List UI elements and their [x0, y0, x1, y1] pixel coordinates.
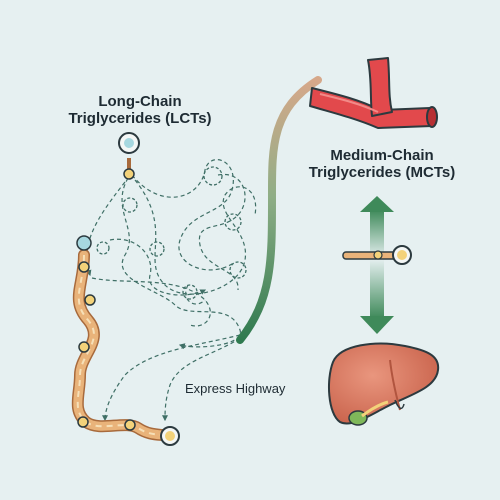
double-arrow-icon — [360, 196, 394, 334]
blood-vessel-icon — [309, 57, 438, 129]
liver-icon — [328, 342, 440, 426]
lct-title-line2: Triglycerides (LCTs) — [68, 110, 212, 128]
lct-title: Long-Chain Triglycerides (LCTs) — [60, 93, 220, 128]
mct-title-line1: Medium-Chain — [330, 147, 434, 164]
mct-molecule-icon — [342, 245, 412, 265]
express-highway-label: Express Highway — [185, 381, 286, 396]
tangle-knots — [96, 166, 247, 300]
lct-tangled-paths — [85, 159, 257, 422]
lct-title-line1: Long-Chain — [98, 93, 182, 110]
mct-title: Medium-Chain Triglycerides (MCTs) — [292, 147, 472, 182]
mct-title-line2: Triglycerides (MCTs) — [308, 164, 456, 182]
express-highway-path — [236, 76, 322, 344]
lct-chain-icon — [71, 132, 180, 446]
